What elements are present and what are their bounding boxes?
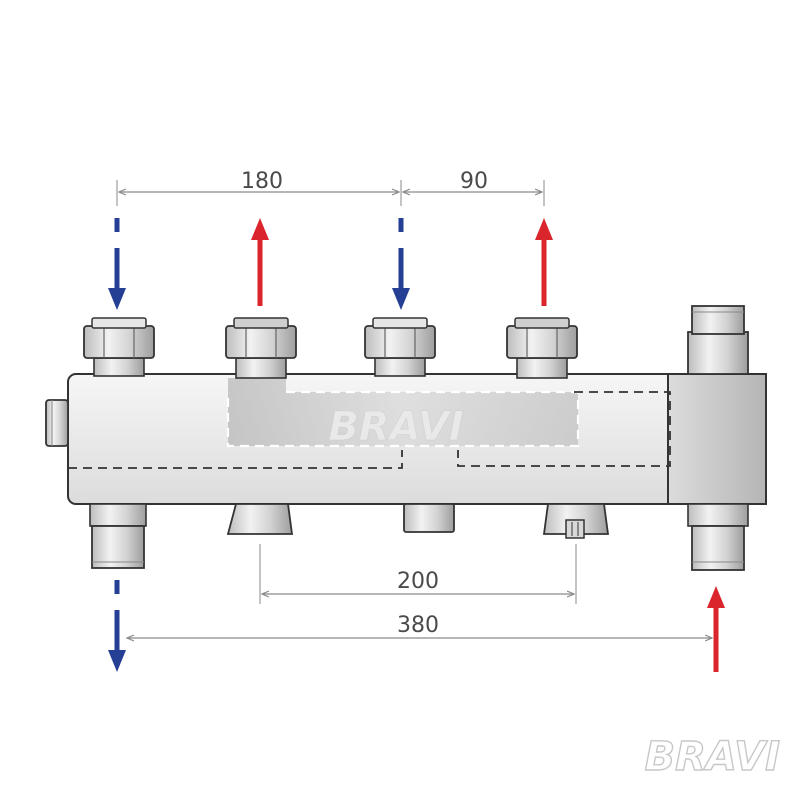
top-fitting-3 xyxy=(364,317,436,377)
top-fitting-4 xyxy=(506,317,578,379)
return-flow-arrow-1 xyxy=(108,218,126,310)
body-watermark: BRAVI xyxy=(328,404,463,450)
bottom-left-pipe xyxy=(89,503,147,569)
bottom-drain-plug xyxy=(403,503,455,533)
brand-logo: BRAVI xyxy=(645,734,780,780)
separator-bottom-pipe xyxy=(687,503,749,571)
return-channel xyxy=(68,450,403,469)
return-flow-arrow-2 xyxy=(392,218,410,310)
hydraulic-separator-section xyxy=(667,373,767,505)
dimension-380-label: 380 xyxy=(397,613,439,638)
dimension-200: 200 xyxy=(259,544,577,604)
return-flow-arrow-out xyxy=(108,580,126,672)
top-fitting-2 xyxy=(225,317,297,379)
top-fitting-1 xyxy=(83,317,155,377)
bottom-mount-bracket-1 xyxy=(226,503,294,535)
supply-channel xyxy=(226,378,671,467)
side-plug xyxy=(45,399,69,447)
supply-flow-arrow-1 xyxy=(251,218,269,306)
bottom-mount-bracket-2 xyxy=(542,503,610,539)
dimension-380: 380 xyxy=(127,613,712,638)
supply-flow-arrow-2 xyxy=(535,218,553,306)
dimension-200-label: 200 xyxy=(397,569,439,594)
dimension-180-label: 180 xyxy=(241,169,283,194)
dimension-180: 180 xyxy=(116,169,402,206)
dimension-90-label: 90 xyxy=(460,169,488,194)
separator-top-pipe xyxy=(687,305,749,375)
dimension-90: 90 xyxy=(403,169,545,206)
supply-flow-arrow-in xyxy=(707,586,725,672)
